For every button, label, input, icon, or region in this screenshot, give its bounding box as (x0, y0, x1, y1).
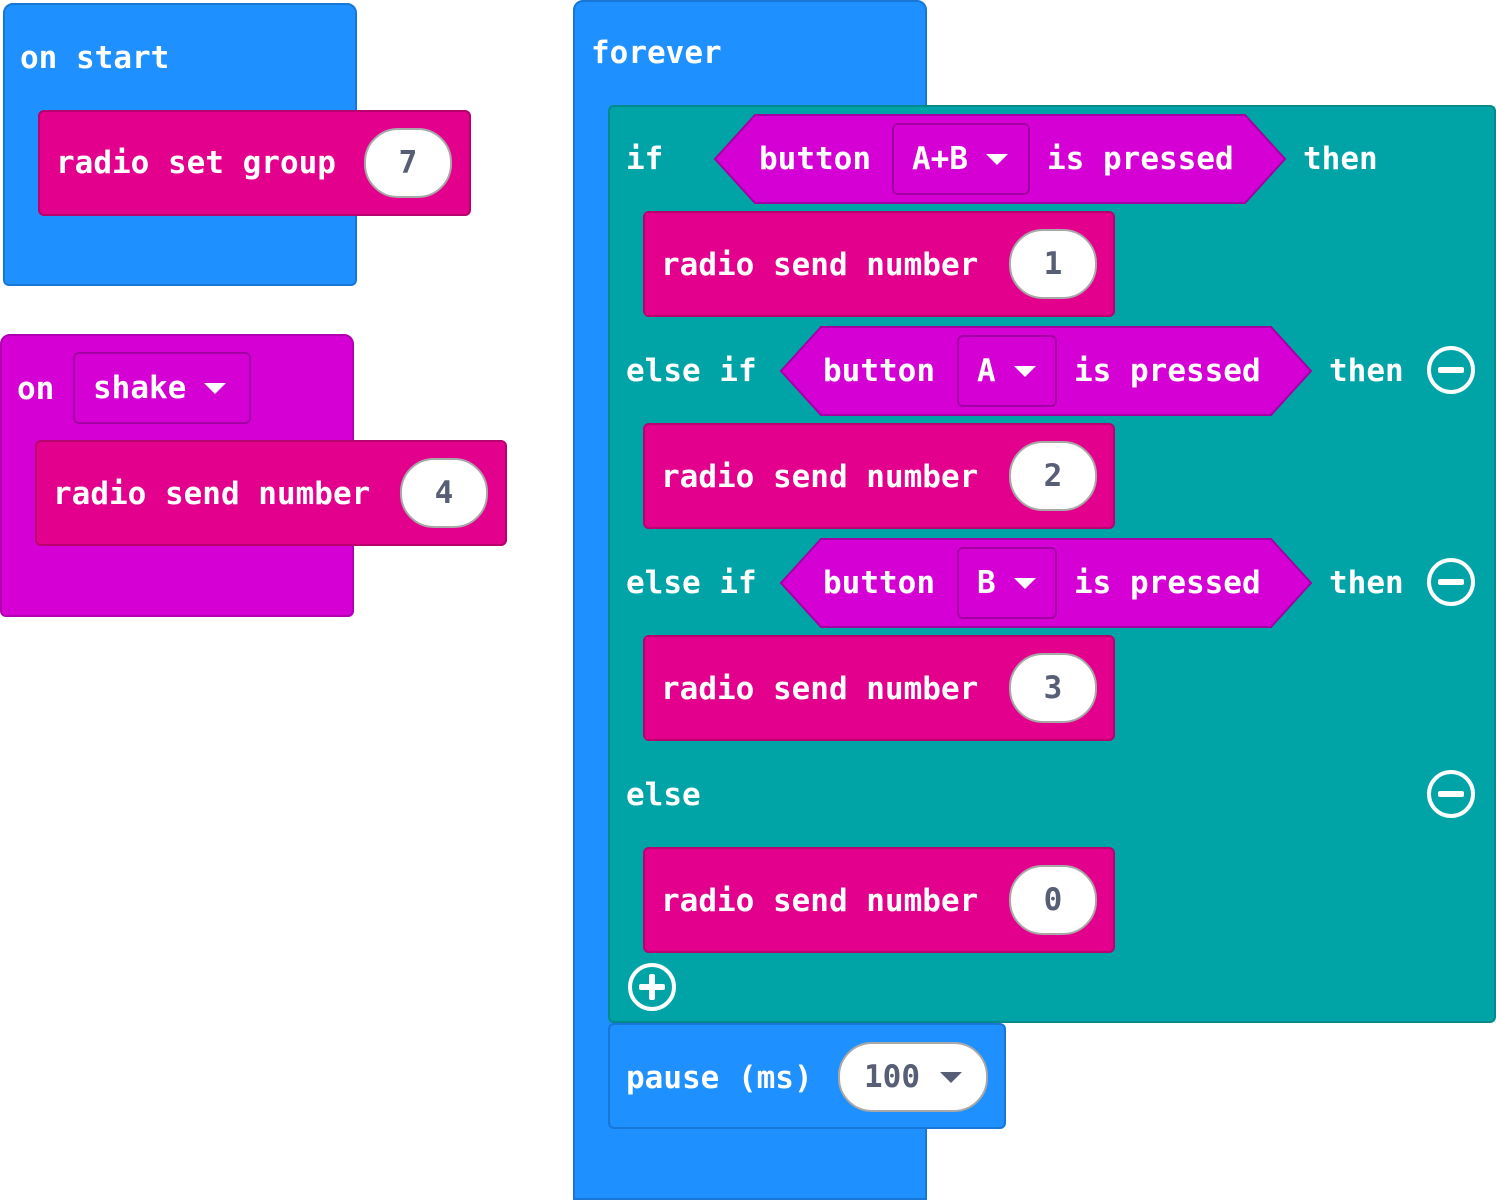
gesture-value: shake (93, 370, 187, 406)
radio-send-number-label: radio send number (53, 476, 371, 512)
send-value-input[interactable]: 4 (400, 458, 488, 528)
radio-send-number-label-3: radio send number (661, 671, 979, 707)
button-dropdown-2[interactable]: A (957, 335, 1057, 407)
then-label-2: then (1329, 353, 1404, 389)
else-label: else (626, 777, 701, 813)
button-value-1: A+B (912, 141, 968, 177)
send-value-input-3[interactable]: 3 (1009, 653, 1097, 723)
remove-branch-icon[interactable] (1426, 769, 1476, 819)
pause-label: pause (ms) (626, 1060, 813, 1096)
add-branch-icon[interactable] (627, 962, 677, 1012)
radio-send-number-label-1: radio send number (661, 247, 979, 283)
chevron-down-icon (986, 153, 1008, 165)
remove-branch-icon[interactable] (1426, 345, 1476, 395)
button-dropdown-3[interactable]: B (957, 547, 1057, 619)
chevron-down-icon (940, 1071, 962, 1083)
send-value-input-1[interactable]: 1 (1009, 229, 1097, 299)
chevron-down-icon (204, 382, 227, 394)
button-dropdown-1[interactable]: A+B (892, 123, 1030, 195)
condition-suffix-1: is pressed (1047, 141, 1234, 177)
on-start-label: on start (20, 40, 170, 76)
else-if-label-2: else if (626, 353, 757, 389)
condition-suffix-3: is pressed (1074, 565, 1261, 601)
then-label-3: then (1329, 565, 1404, 601)
condition-suffix-2: is pressed (1074, 353, 1261, 389)
remove-branch-icon[interactable] (1426, 557, 1476, 607)
group-value-input[interactable]: 7 (364, 128, 452, 198)
condition-prefix-1: button (759, 141, 871, 177)
else-if-label-3: else if (626, 565, 757, 601)
chevron-down-icon (1013, 577, 1036, 589)
radio-send-number-label-2: radio send number (661, 459, 979, 495)
on-label: on (17, 371, 55, 407)
condition-prefix-2: button (823, 353, 935, 389)
radio-set-group-label: radio set group (56, 145, 336, 181)
pause-value-dropdown[interactable]: 100 (838, 1042, 988, 1112)
chevron-down-icon (1013, 365, 1036, 377)
forever-label: forever (591, 35, 722, 71)
if-label: if (626, 141, 664, 177)
condition-prefix-3: button (823, 565, 935, 601)
button-value-3: B (977, 565, 996, 601)
send-value-input-2[interactable]: 2 (1009, 441, 1097, 511)
radio-send-number-label-else: radio send number (661, 883, 979, 919)
send-value-input-else[interactable]: 0 (1009, 865, 1097, 935)
gesture-dropdown[interactable]: shake (73, 352, 251, 424)
button-value-2: A (977, 353, 996, 389)
pause-value: 100 (864, 1059, 920, 1095)
then-label-1: then (1303, 141, 1378, 177)
